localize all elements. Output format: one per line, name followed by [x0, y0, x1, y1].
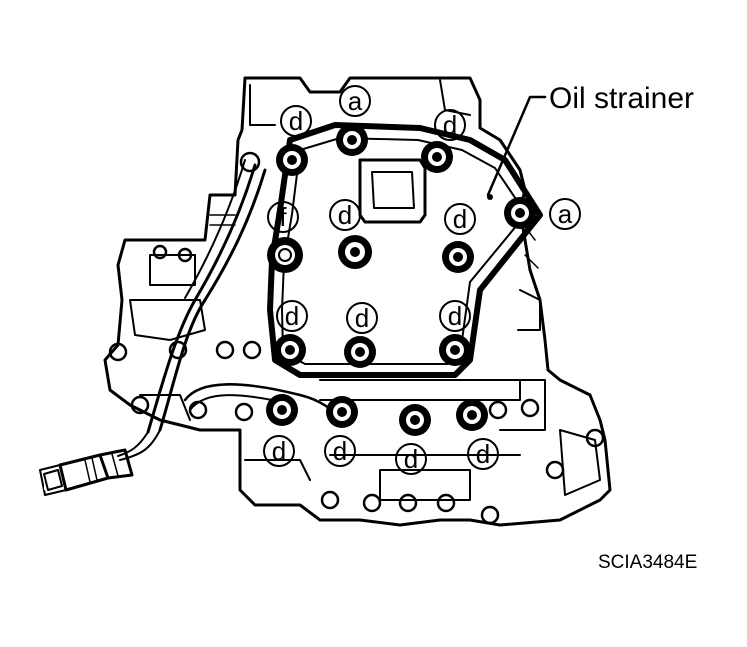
svg-text:d: d	[443, 110, 457, 140]
callout-d-bottom-3: d	[395, 443, 427, 475]
callout-d-mid-center: d	[346, 302, 378, 334]
bolt	[336, 124, 368, 156]
oil-strainer-plate	[267, 122, 543, 378]
callout-d-mid-right: d	[439, 300, 471, 332]
svg-text:d: d	[476, 439, 490, 469]
callout-d-mid-left: d	[276, 300, 308, 332]
svg-text:d: d	[338, 200, 352, 230]
casting-holes	[108, 151, 605, 525]
bolt	[456, 399, 488, 431]
bolt	[421, 141, 453, 173]
svg-text:d: d	[404, 444, 418, 474]
svg-text:f: f	[279, 202, 287, 232]
figure-code: SCIA3484E	[598, 552, 697, 573]
callout-d-bottom-2: d	[324, 435, 356, 467]
svg-text:d: d	[333, 436, 347, 466]
callouts: a d d a f d d d	[263, 85, 581, 475]
oil-strainer-label: Oil strainer	[549, 82, 694, 115]
bolt	[504, 197, 536, 229]
valve-body-casting	[103, 76, 612, 527]
bolt	[344, 336, 376, 368]
svg-text:d: d	[448, 301, 462, 331]
svg-text:d: d	[289, 106, 303, 136]
svg-text:d: d	[285, 301, 299, 331]
bolt	[267, 237, 303, 273]
svg-text:a: a	[348, 86, 363, 116]
callout-d-top-right: d	[434, 109, 466, 141]
oil-strainer-leader-line	[486, 95, 547, 197]
bolt	[274, 334, 306, 366]
callout-d-top-left: d	[280, 105, 312, 137]
bolt	[276, 144, 308, 176]
callout-d-center: d	[329, 199, 361, 231]
svg-text:d: d	[453, 204, 467, 234]
callout-f: f	[267, 201, 299, 233]
bolt	[439, 334, 471, 366]
bolt	[338, 235, 372, 269]
bolt	[442, 241, 474, 273]
svg-text:d: d	[355, 303, 369, 333]
callout-d-bottom-4: d	[467, 438, 499, 470]
bolt	[399, 404, 431, 436]
svg-text:a: a	[558, 199, 573, 229]
callout-a-right: a	[549, 198, 581, 230]
bolt	[266, 394, 298, 426]
callout-d-bottom-1: d	[263, 435, 295, 467]
bolts	[266, 124, 536, 436]
callout-d-center-right: d	[444, 203, 476, 235]
svg-text:d: d	[272, 436, 286, 466]
callout-a-top: a	[339, 85, 371, 117]
bolt	[326, 396, 358, 428]
